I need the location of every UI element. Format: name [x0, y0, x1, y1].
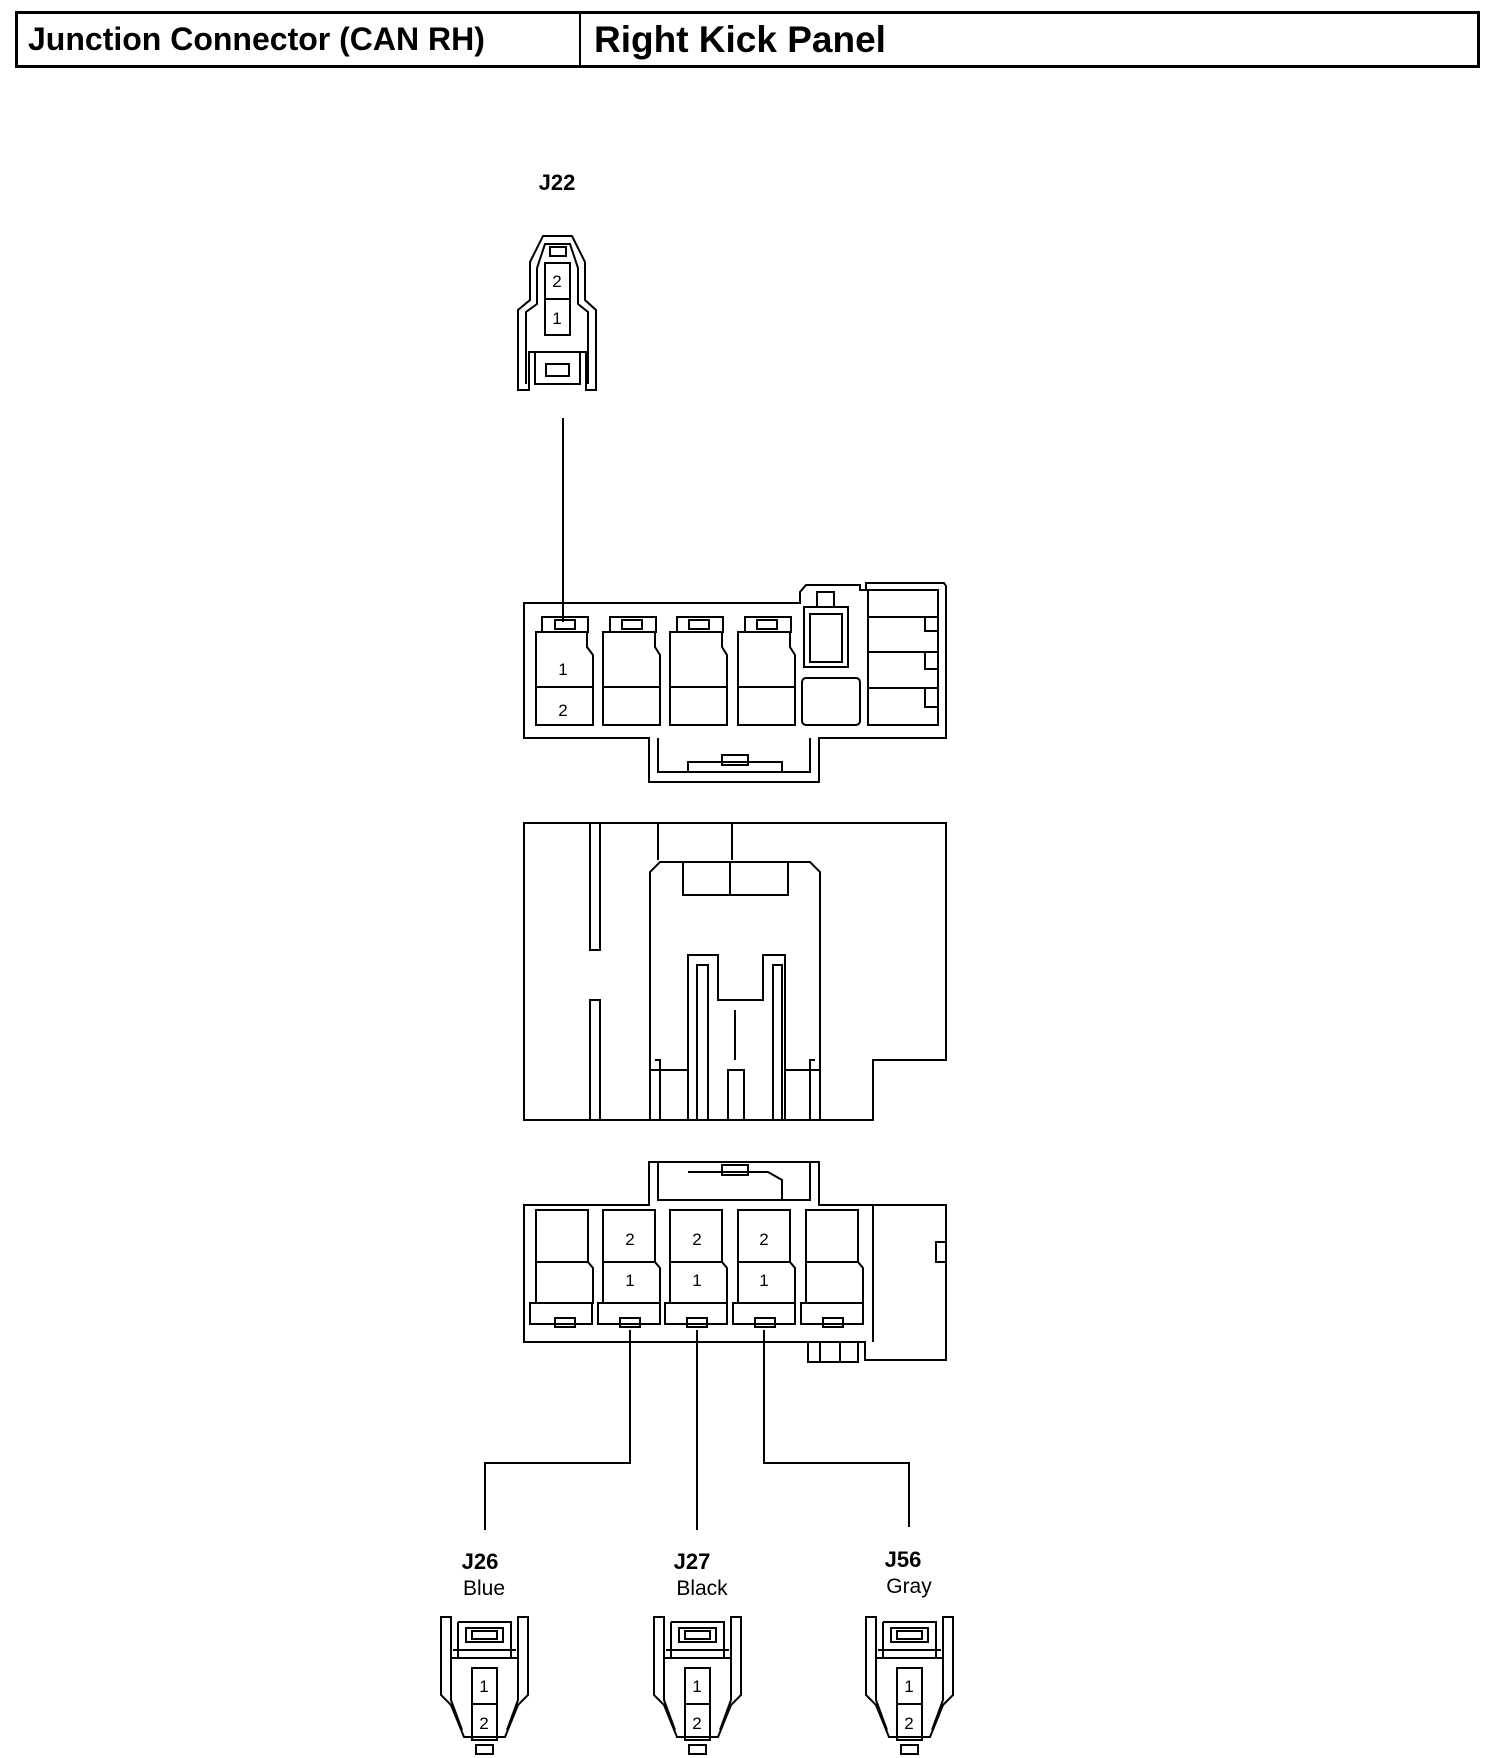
- connector-j56-color: Gray: [886, 1575, 932, 1598]
- connector-j27-color: Black: [676, 1577, 728, 1600]
- block-bottom-pin-c2: 2: [692, 1230, 701, 1249]
- j56-pin-1: 1: [904, 1677, 913, 1696]
- j27-pin-1: 1: [692, 1677, 701, 1696]
- block-bottom-pin-d2: 2: [759, 1230, 768, 1249]
- connector-j22: J22 2 1: [517, 170, 597, 391]
- j56-pin-2: 2: [904, 1714, 913, 1733]
- j27-pin-2: 2: [692, 1714, 701, 1733]
- junction-block-top-view: 1 2: [523, 582, 947, 783]
- connector-j26-color: Blue: [463, 1577, 505, 1600]
- wire-j56: [763, 1330, 910, 1527]
- block-bottom-pin-b2: 2: [625, 1230, 634, 1249]
- connector-j26: J26 Blue 1 2: [440, 1549, 529, 1755]
- block-top-pin-1: 1: [558, 660, 567, 679]
- block-bottom-pin-b1: 1: [625, 1271, 634, 1290]
- component-location: Right Kick Panel: [594, 18, 886, 60]
- junction-block-side-view: [523, 822, 947, 1121]
- connector-j56-label: J56: [885, 1547, 922, 1572]
- connector-j27-label: J27: [674, 1549, 711, 1574]
- component-name: Junction Connector (CAN RH): [18, 14, 581, 65]
- j22-pin-1: 1: [552, 309, 561, 328]
- j26-pin-2: 2: [479, 1714, 488, 1733]
- wire-j26: [484, 1330, 631, 1530]
- connector-j27: J27 Black 1 2: [653, 1549, 742, 1755]
- title-bar: Junction Connector (CAN RH) Right Kick P…: [15, 11, 1480, 68]
- block-bottom-pin-d1: 1: [759, 1271, 768, 1290]
- block-bottom-pin-c1: 1: [692, 1271, 701, 1290]
- junction-block-bottom-view: 2 1 2 1 2 1: [523, 1161, 947, 1363]
- j22-pin-2: 2: [552, 272, 561, 291]
- connector-j56: J56 Gray 1 2: [865, 1547, 954, 1755]
- connector-j26-label: J26: [462, 1549, 499, 1574]
- block-top-pin-2: 2: [558, 701, 567, 720]
- j26-pin-1: 1: [479, 1677, 488, 1696]
- connector-j22-label: J22: [539, 170, 576, 195]
